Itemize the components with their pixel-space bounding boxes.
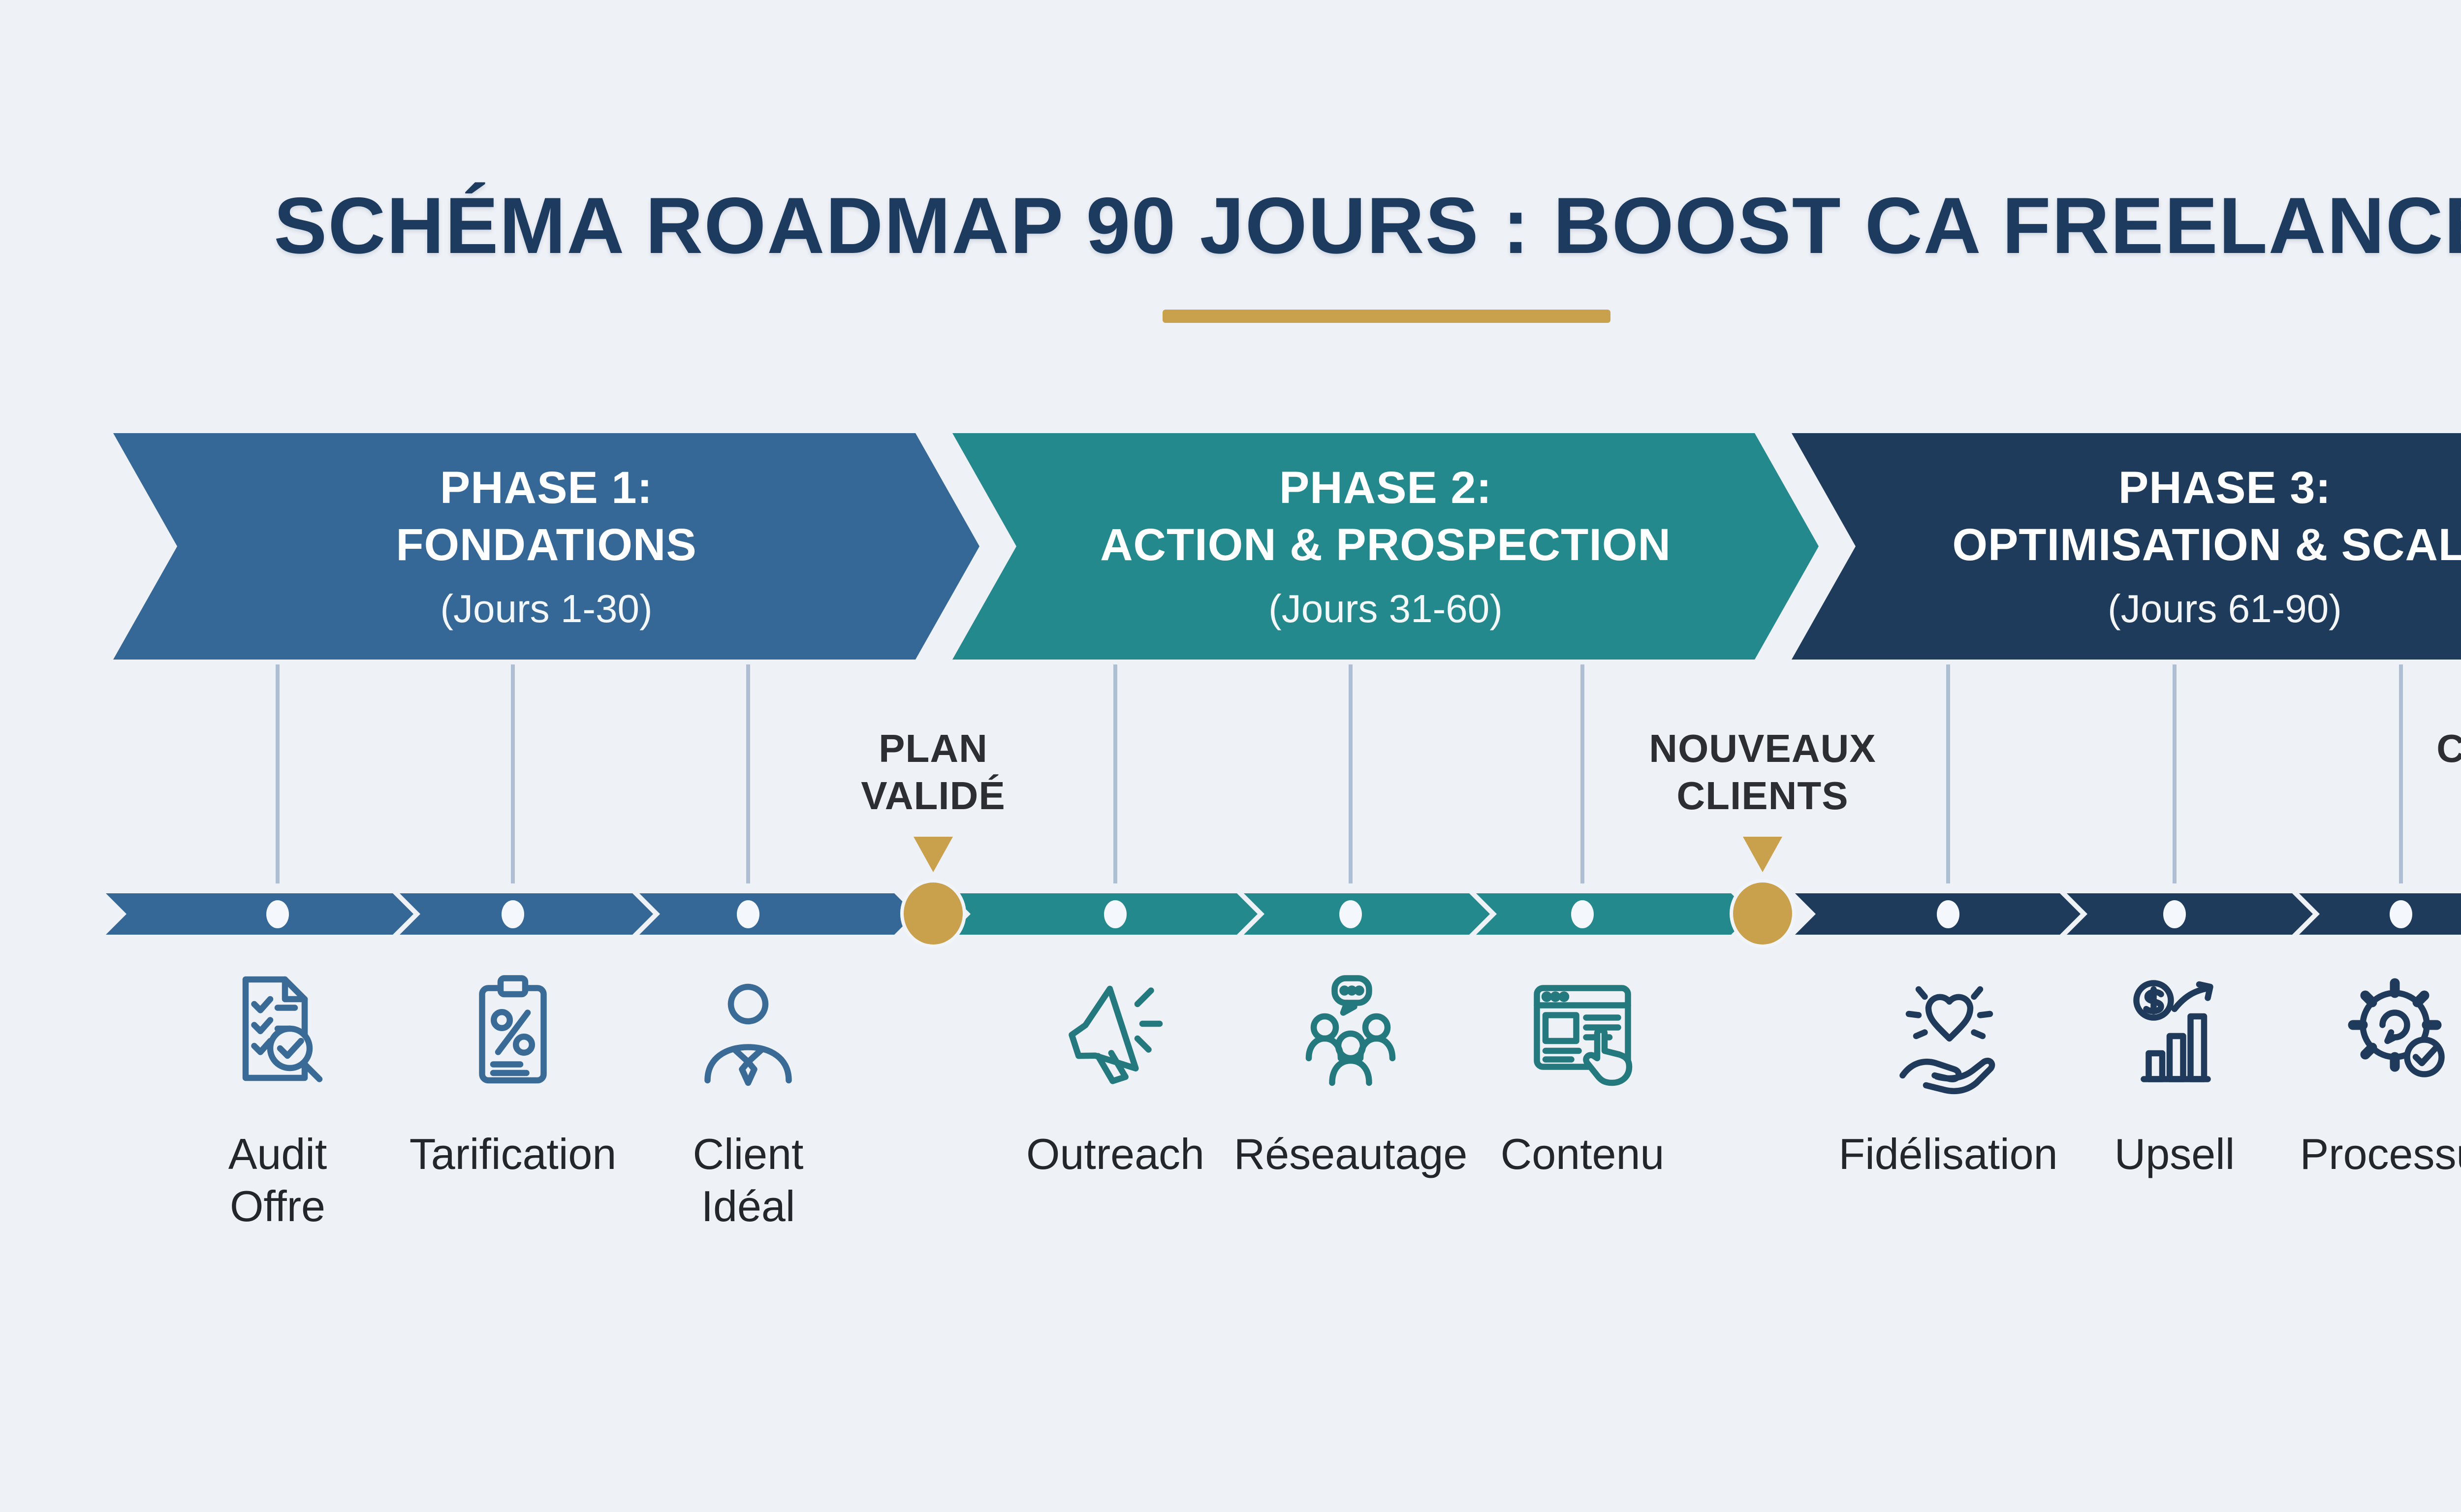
connector-line (511, 664, 515, 883)
phase-2-theme: ACTION & PROSPECTION (1100, 520, 1671, 570)
item-label-upsell: Upsell (2114, 1130, 2235, 1178)
item-label-fidelisation: Fidélisation (1838, 1130, 2058, 1178)
connector-line (276, 664, 280, 883)
phase-1-name: PHASE 1: (440, 463, 653, 513)
phase-3-theme: OPTIMISATION & SCALE (1952, 520, 2461, 570)
phase-2-banner: PHASE 2: ACTION & PROSPECTION (Jours 31-… (952, 433, 1819, 660)
megaphone-icon (1054, 972, 1177, 1095)
title-underline-accent (1163, 310, 1610, 323)
page-title: SCHÉMA ROADMAP 90 JOURS : BOOST CA FREEL… (274, 181, 2461, 270)
item-label-reseautage: Réseautage (1233, 1130, 1468, 1178)
phase-2-days: (Jours 31-60) (1268, 587, 1503, 630)
milestone-label-plan-valide: PLAN VALIDÉ (861, 726, 1006, 818)
phase-1-theme: FONDATIONS (396, 520, 697, 570)
timeline-dot (2390, 900, 2412, 928)
timeline-segment (400, 893, 653, 935)
pricing-clipboard-icon (451, 972, 574, 1095)
loyalty-heart-hand-icon (1887, 972, 2010, 1095)
phase-3-name: PHASE 3: (2118, 463, 2332, 513)
content-browser-icon (1521, 972, 1644, 1095)
milestone-triangle-icon (914, 837, 953, 872)
timeline-segment (1476, 893, 1752, 935)
milestone-label-croissance-ca: CROISSANCE CA (2436, 726, 2461, 770)
timeline-dot (2163, 900, 2186, 928)
phase-3-banner: PHASE 3: OPTIMISATION & SCALE (Jours 61-… (1792, 433, 2461, 660)
phase-1-banner: PHASE 1: FONDATIONS (Jours 1-30) (113, 433, 979, 660)
phase-3-days: (Jours 61-90) (2108, 587, 2342, 630)
timeline-dot (1104, 900, 1127, 928)
timeline-segment (639, 893, 915, 935)
timeline-segment (950, 893, 1258, 935)
connector-line (1113, 664, 1117, 883)
timeline-segment (106, 893, 413, 935)
item-label-tarification: Tarification (409, 1130, 617, 1178)
item-label-contenu: Contenu (1500, 1130, 1665, 1178)
connector-line (2173, 664, 2177, 883)
milestone-marker-circle (900, 879, 966, 948)
ideal-client-person-icon (687, 972, 810, 1095)
connector-line (1580, 664, 1584, 883)
connector-line (746, 664, 750, 883)
networking-people-icon (1289, 972, 1412, 1095)
timeline-segment (1244, 893, 1490, 935)
milestone-triangle-icon (1743, 837, 1782, 872)
process-gear-check-icon (2339, 972, 2461, 1095)
timeline-segment (2299, 893, 2461, 935)
connector-line (1946, 664, 1950, 883)
item-label-client-ideal: Client Idéal (693, 1130, 804, 1230)
item-label-processus: Processus (2300, 1130, 2461, 1178)
milestone-marker-circle (1730, 879, 1796, 948)
phase-2-name: PHASE 2: (1279, 463, 1492, 513)
timeline-dot (502, 900, 524, 928)
timeline-dot (266, 900, 289, 928)
upsell-growth-chart-icon (2113, 972, 2236, 1095)
timeline-dot (1571, 900, 1594, 928)
item-label-audit-offre: Audit Offre (228, 1130, 327, 1230)
connector-line (2399, 664, 2403, 883)
timeline-dot (1937, 900, 1959, 928)
phase-1-days: (Jours 1-30) (440, 587, 653, 630)
item-label-outreach: Outreach (1026, 1130, 1204, 1178)
timeline-dot (1339, 900, 1362, 928)
connector-line (1349, 664, 1353, 883)
timeline-segment (2067, 893, 2313, 935)
timeline-dot (737, 900, 759, 928)
audit-offer-magnifier-icon (216, 972, 339, 1095)
milestone-label-nouveaux-clients: NOUVEAUX CLIENTS (1649, 726, 1876, 818)
